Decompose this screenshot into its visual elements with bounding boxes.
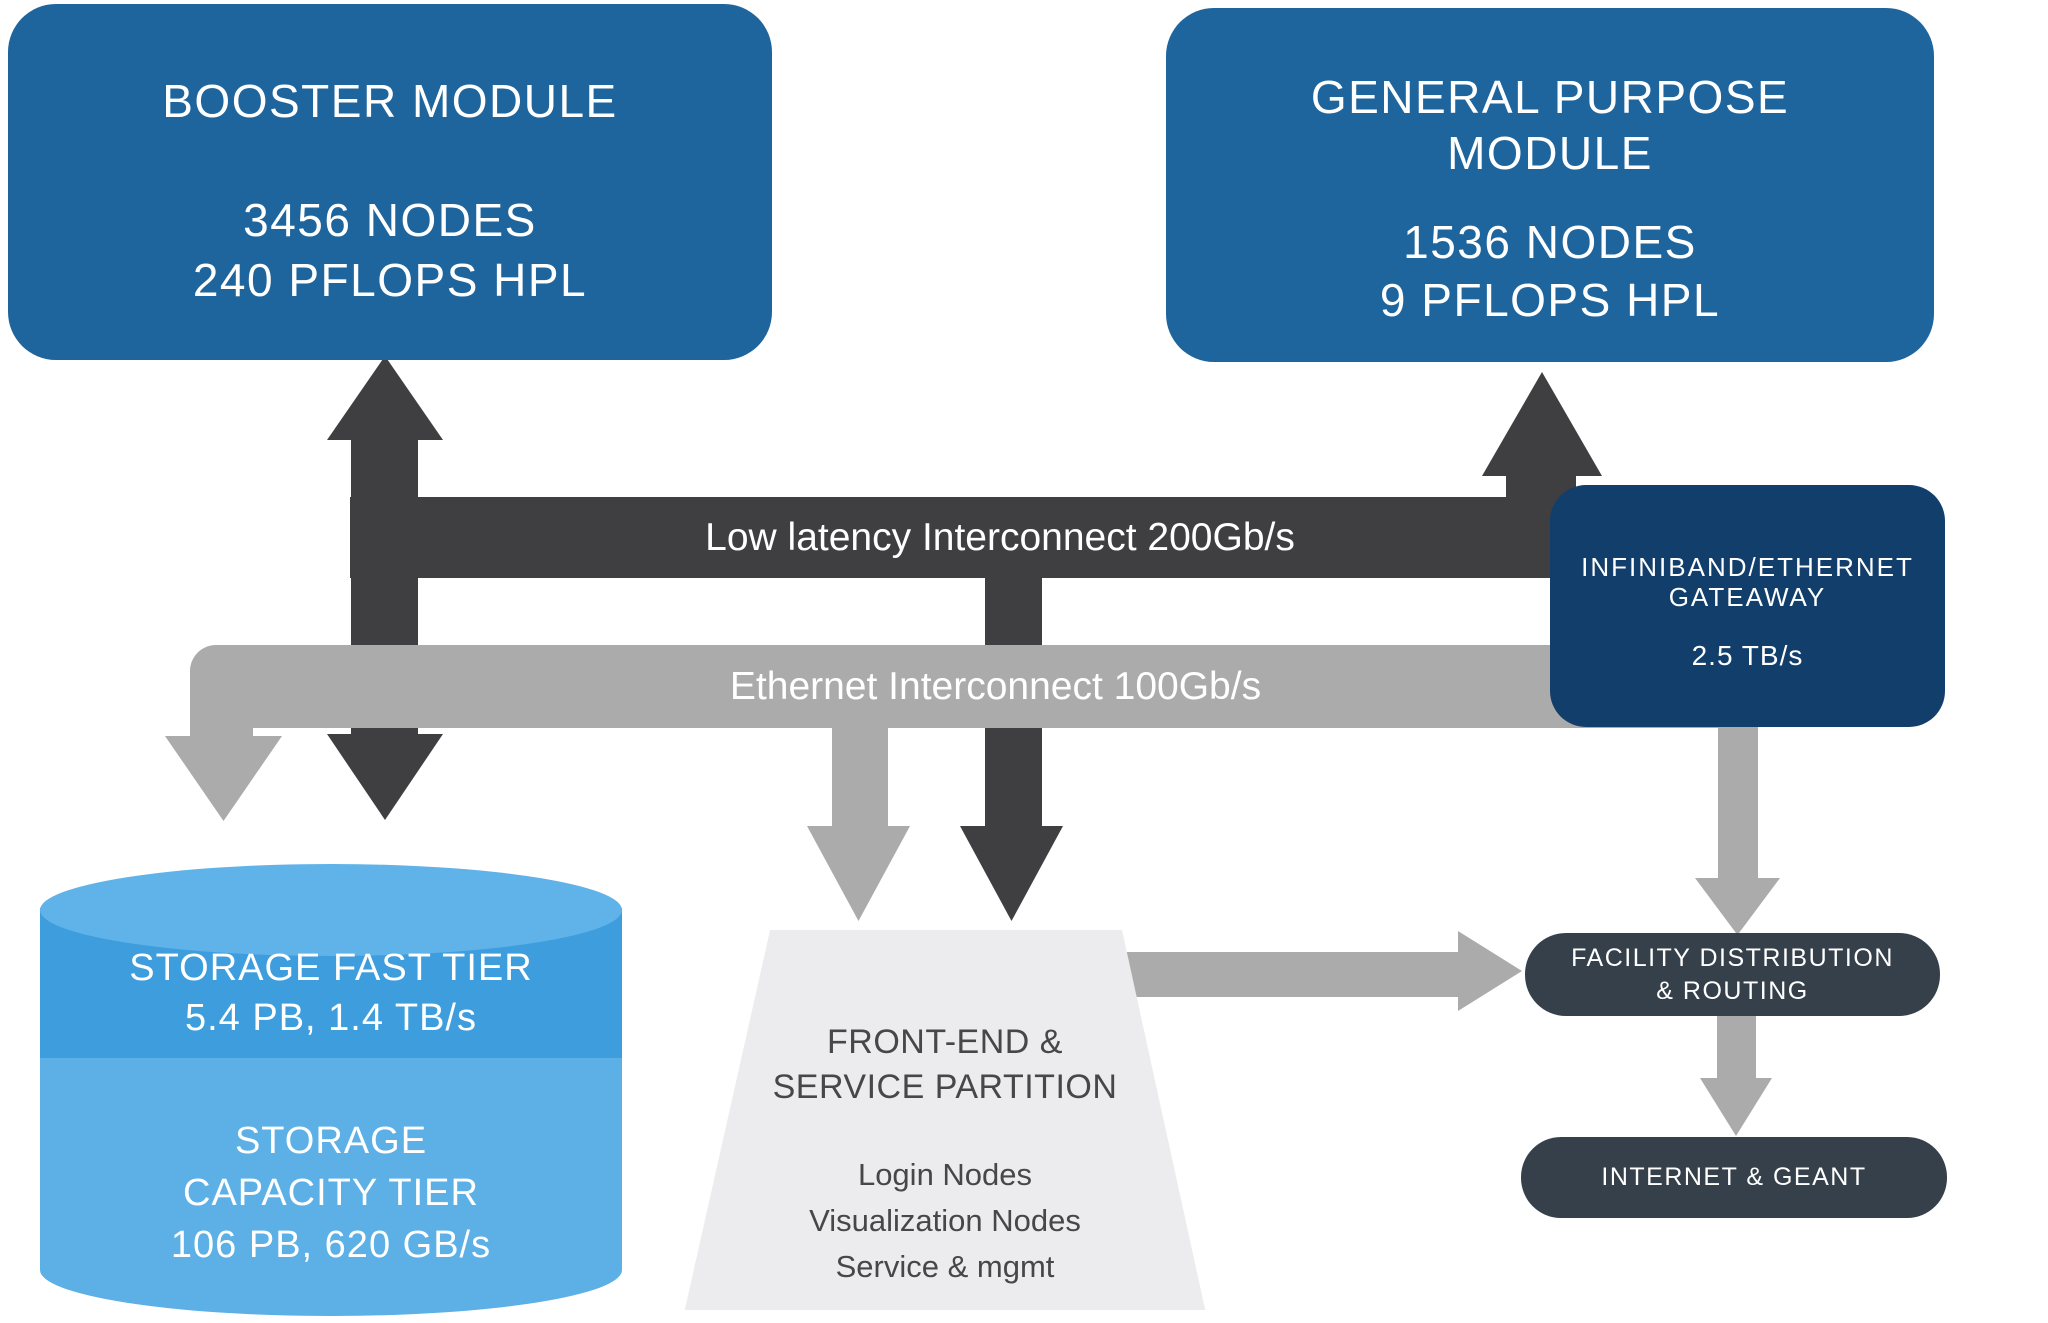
frontend-facility-arrow-shaft xyxy=(1110,952,1465,997)
arrow-down-to-frontend-dark-icon xyxy=(960,826,1063,921)
ethernet-interconnect-label: Ethernet Interconnect 100Gb/s xyxy=(729,664,1262,708)
storage-capacity-tier-line2: CAPACITY TIER xyxy=(183,1172,479,1214)
arrow-down-to-internet-icon xyxy=(1700,1078,1772,1136)
booster-module-box: BOOSTER MODULE 3456 NODES 240 PFLOPS HPL xyxy=(8,4,772,360)
booster-nodes-label: 3456 NODES xyxy=(243,194,537,246)
storage-fast-tier-specs: 5.4 PB, 1.4 TB/s xyxy=(184,997,477,1039)
infiniband-ethernet-gateway-box: INFINIBAND/ETHERNET GATEAWAY 2.5 TB/s xyxy=(1550,485,1945,727)
gateway-facility-arrow-shaft xyxy=(1718,727,1758,882)
general-purpose-module-box: GENERAL PURPOSE MODULE 1536 NODES 9 PFLO… xyxy=(1166,8,1934,362)
general-purpose-nodes-label: 1536 NODES xyxy=(1403,216,1697,268)
general-purpose-title-line2: MODULE xyxy=(1447,127,1653,179)
arrow-down-to-storage-dark-icon xyxy=(327,734,443,820)
gateway-title-line1: INFINIBAND/ETHERNET xyxy=(1581,552,1914,582)
arrow-down-to-facility-icon xyxy=(1695,878,1780,935)
internet-geant-label: INTERNET & GEANT xyxy=(1601,1163,1867,1191)
storage-capacity-tier-line1: STORAGE xyxy=(234,1120,428,1162)
storage-cylinder-top-ellipse xyxy=(40,864,622,956)
booster-module-title: BOOSTER MODULE xyxy=(162,75,618,127)
low-latency-interconnect-label: Low latency Interconnect 200Gb/s xyxy=(705,515,1295,559)
arrow-right-to-facility-icon xyxy=(1458,931,1522,1011)
storage-fast-tier-title: STORAGE FAST TIER xyxy=(129,947,533,989)
frontend-service-partition: FRONT-END & SERVICE PARTITION Login Node… xyxy=(684,930,1206,1310)
gateway-title-line2: GATEAWAY xyxy=(1668,582,1827,612)
frontend-item-service-mgmt: Service & mgmt xyxy=(835,1249,1055,1284)
storage-cylinder-body xyxy=(40,908,622,1270)
low-latency-interconnect-bar: Low latency Interconnect 200Gb/s xyxy=(350,497,1556,578)
frontend-title-line2: SERVICE PARTITION xyxy=(772,1068,1118,1106)
gateway-bandwidth-label: 2.5 TB/s xyxy=(1691,640,1804,671)
general-purpose-performance-label: 9 PFLOPS HPL xyxy=(1379,274,1721,326)
arrow-down-to-storage-gray-icon xyxy=(165,736,282,821)
storage-fast-tier-label: STORAGE FAST TIER 5.4 PB, 1.4 TB/s xyxy=(40,943,622,1043)
arrow-down-to-frontend-gray-icon xyxy=(807,826,910,921)
facility-distribution-line2: & ROUTING xyxy=(1656,976,1809,1005)
storage-cylinder-bottom-ellipse xyxy=(40,1224,622,1316)
frontend-item-login-nodes: Login Nodes xyxy=(857,1157,1033,1192)
booster-performance-label: 240 PFLOPS HPL xyxy=(192,254,588,306)
arrow-up-to-general-purpose-icon xyxy=(1482,372,1602,476)
internet-geant-box: INTERNET & GEANT xyxy=(1521,1137,1947,1218)
ethernet-frontend-arrow-shaft xyxy=(832,728,888,828)
facility-internet-arrow-shaft xyxy=(1717,1016,1756,1082)
frontend-title-line1: FRONT-END & xyxy=(827,1023,1063,1061)
facility-distribution-box: FACILITY DISTRIBUTION & ROUTING xyxy=(1525,933,1940,1016)
frontend-item-visualization-nodes: Visualization Nodes xyxy=(809,1203,1081,1238)
ethernet-interconnect-bar: Ethernet Interconnect 100Gb/s xyxy=(190,645,1755,728)
facility-distribution-line1: FACILITY DISTRIBUTION xyxy=(1571,943,1894,972)
general-purpose-title-line1: GENERAL PURPOSE xyxy=(1310,71,1790,123)
ethernet-storage-arrow-shaft xyxy=(190,700,253,740)
arrow-up-to-booster-icon xyxy=(327,356,443,440)
storage-capacity-tier-specs: 106 PB, 620 GB/s xyxy=(170,1224,492,1266)
storage-capacity-tier-label: STORAGE CAPACITY TIER 106 PB, 620 GB/s xyxy=(40,1115,622,1271)
